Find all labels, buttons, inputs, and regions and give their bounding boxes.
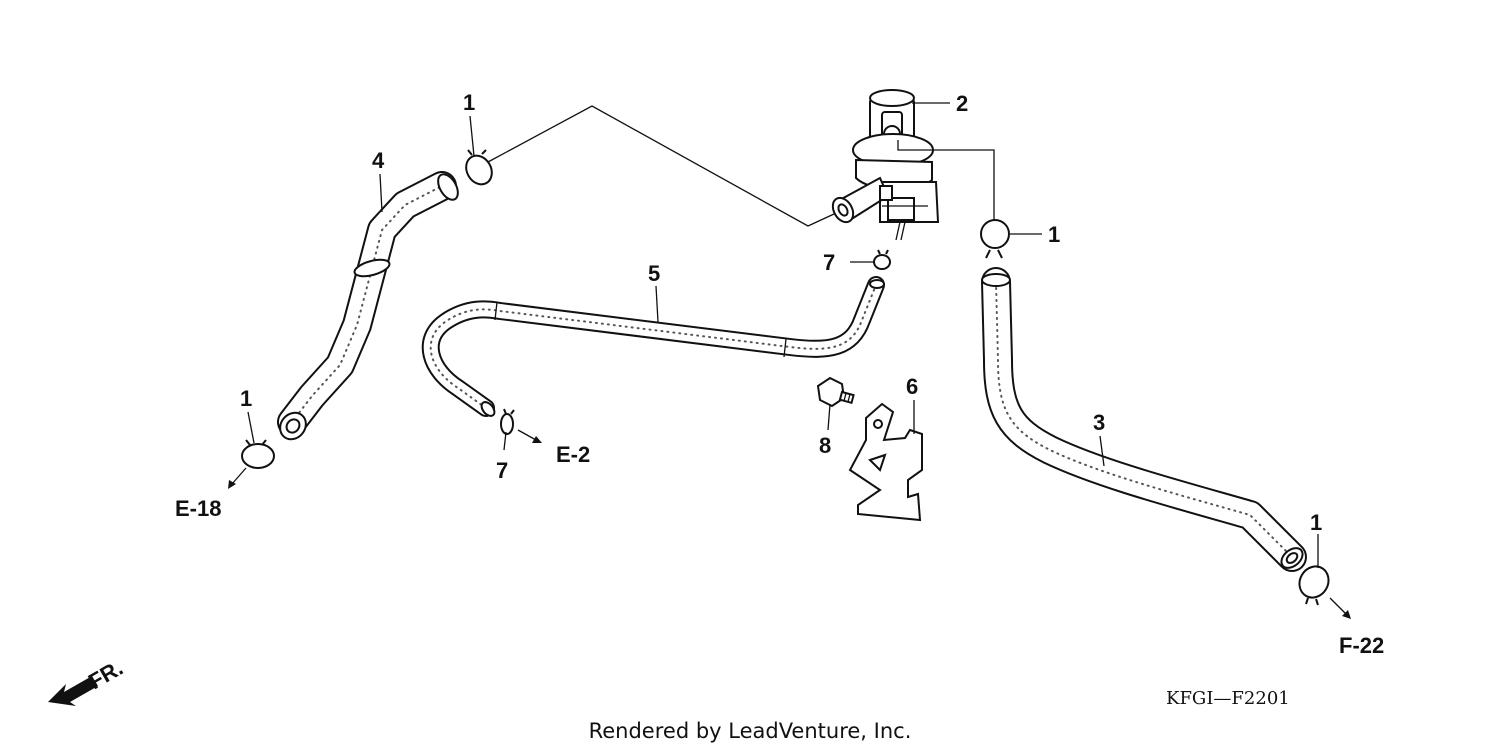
leader-hose-4-to-valve [487, 105, 835, 227]
leader-3 [1099, 435, 1105, 467]
arrow-to-e2 [517, 429, 542, 443]
leader-4 [379, 173, 383, 213]
ref-f22[interactable]: F-22 [1339, 633, 1384, 658]
clamp-part-1-left[interactable] [241, 439, 275, 469]
render-credit: Rendered by LeadVenture, Inc. [589, 719, 912, 743]
clamp-part-7-bottom[interactable] [500, 408, 515, 435]
callout-4[interactable]: 4 [372, 148, 385, 173]
clamp-part-1-top[interactable] [461, 149, 497, 189]
hose-part-3[interactable] [981, 267, 1307, 572]
hose-part-4[interactable] [275, 171, 462, 445]
callout-1-left[interactable]: 1 [240, 386, 252, 411]
clamp-part-1-right[interactable] [1294, 561, 1334, 606]
callout-3[interactable]: 3 [1093, 410, 1105, 435]
drawing-code: KFGI—F2201 [1166, 688, 1290, 709]
callout-5[interactable]: 5 [648, 261, 660, 286]
clamp-part-7-top[interactable] [873, 249, 891, 270]
callout-1-valve[interactable]: 1 [1048, 222, 1060, 247]
callout-1-right[interactable]: 1 [1310, 510, 1322, 535]
callout-7-top[interactable]: 7 [823, 250, 835, 275]
ref-e18[interactable]: E-18 [175, 496, 221, 521]
leader-5 [655, 285, 659, 323]
hose-part-5[interactable] [421, 276, 885, 418]
leader-1-top [469, 115, 475, 157]
valve-part-2[interactable] [829, 89, 940, 241]
arrow-to-e18 [228, 467, 247, 489]
bracket-part-6[interactable] [848, 402, 923, 522]
callout-2[interactable]: 2 [956, 91, 968, 116]
callout-1-top[interactable]: 1 [463, 90, 475, 115]
leader-valve-to-clamp-1 [897, 140, 995, 220]
callout-6[interactable]: 6 [906, 374, 918, 399]
bolt-part-8[interactable] [816, 376, 855, 408]
arrow-to-f22 [1329, 597, 1351, 619]
callout-7-bottom[interactable]: 7 [496, 458, 508, 483]
clamp-part-1-valve[interactable] [980, 219, 1010, 259]
callout-8[interactable]: 8 [819, 433, 831, 458]
leader-8 [827, 403, 831, 431]
leader-1-left [247, 411, 255, 444]
leader-7-bottom [503, 431, 507, 451]
ref-e2[interactable]: E-2 [556, 442, 590, 467]
front-direction-arrow-icon: FR. [48, 655, 127, 706]
